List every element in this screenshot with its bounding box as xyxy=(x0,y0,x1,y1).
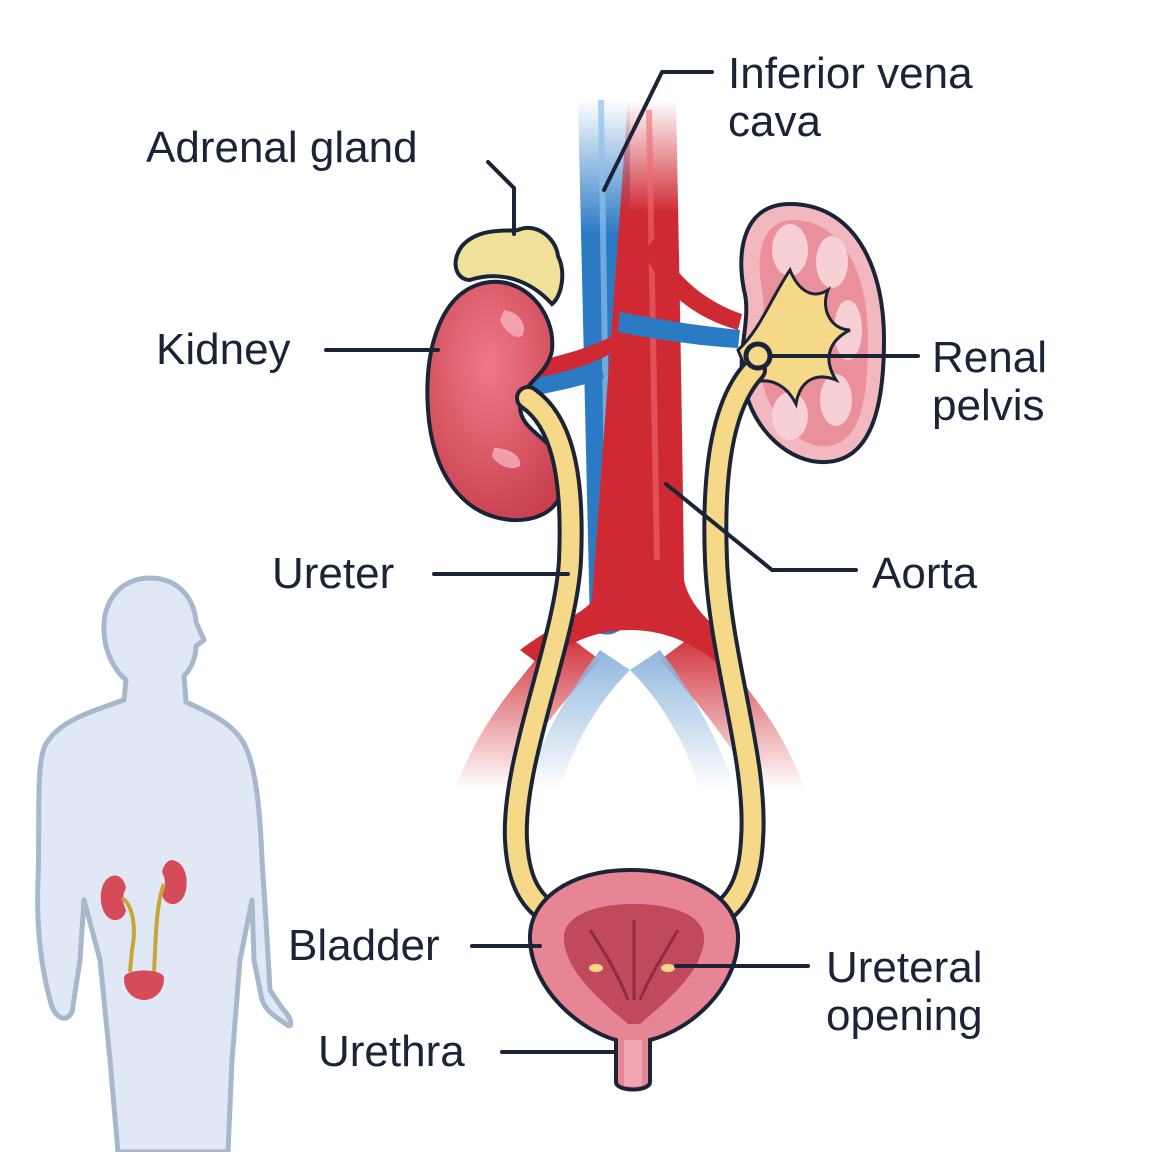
ureteral-opening-left xyxy=(589,964,603,972)
label-kidney: Kidney xyxy=(156,325,291,374)
body-silhouette xyxy=(38,578,291,1152)
leader-adrenal xyxy=(488,162,514,234)
label-bladder: Bladder xyxy=(288,921,440,970)
ureteral-opening-right xyxy=(661,964,675,972)
label-renal-pelvis-line1: Renal xyxy=(932,333,1047,382)
label-ureteral-opening-line2: opening xyxy=(826,991,983,1040)
renal-pyramid-4 xyxy=(820,374,852,426)
label-aorta: Aorta xyxy=(872,549,978,598)
label-ureter: Ureter xyxy=(272,549,394,598)
urethra xyxy=(624,1040,642,1086)
renal-pyramid-5 xyxy=(772,392,808,440)
body-outline xyxy=(38,578,291,1152)
label-urethra: Urethra xyxy=(318,1027,465,1076)
label-adrenal-gland: Adrenal gland xyxy=(146,123,418,172)
label-ureteral-opening-line1: Ureteral xyxy=(826,943,983,992)
renal-pelvis-marker xyxy=(746,344,770,368)
kidney-right-group xyxy=(738,204,884,462)
label-renal-pelvis-line2: pelvis xyxy=(932,381,1045,430)
leader-aorta xyxy=(666,484,856,570)
label-ivc-line2: cava xyxy=(728,97,821,146)
bladder-group xyxy=(530,870,738,1090)
label-ivc-line1: Inferior vena xyxy=(728,49,973,98)
renal-pyramid-2 xyxy=(816,236,848,288)
